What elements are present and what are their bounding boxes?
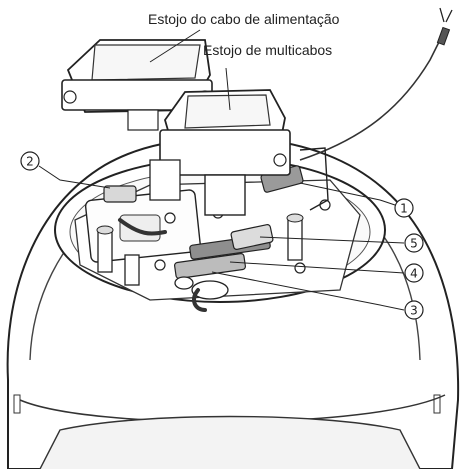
callout-1-text: 1	[400, 202, 408, 216]
power-cable-case	[61, 39, 213, 131]
callout-3-text: 3	[410, 304, 418, 318]
callout-4-text: 4	[410, 267, 418, 281]
callout-3: 3	[404, 300, 424, 320]
elbow-connector	[191, 280, 229, 300]
callout-1: 1	[394, 198, 414, 218]
round-port	[174, 276, 194, 290]
callout-5: 5	[404, 233, 424, 253]
label-power-cable-case: Estojo do cabo de alimentação	[148, 11, 340, 27]
label-multicable-case: Estojo de multicabos	[203, 42, 332, 58]
multicable-case	[149, 89, 291, 216]
cable-elbow	[192, 288, 207, 312]
post-right-top	[286, 213, 304, 223]
left-socket-inner	[119, 214, 161, 242]
callout-2: 2	[20, 151, 40, 171]
post-center	[124, 254, 140, 286]
right-bracket	[299, 147, 329, 211]
side-slot-right	[433, 394, 441, 414]
post-left-top	[96, 225, 114, 235]
callout-2-text: 2	[26, 155, 34, 169]
cable-connector-3	[174, 252, 246, 280]
power-cable	[299, 29, 446, 161]
leader-lines	[38, 29, 405, 311]
cable-clamp-2	[103, 185, 137, 203]
post-left	[97, 229, 113, 273]
side-slot-left	[13, 394, 21, 414]
cable-ferrule	[436, 26, 451, 46]
cable-end	[439, 7, 453, 23]
dome-lower-window	[39, 415, 421, 469]
cable-connector-5	[230, 223, 274, 251]
callout-4: 4	[404, 263, 424, 283]
cable-left	[118, 218, 167, 236]
callout-5-text: 5	[410, 237, 418, 251]
